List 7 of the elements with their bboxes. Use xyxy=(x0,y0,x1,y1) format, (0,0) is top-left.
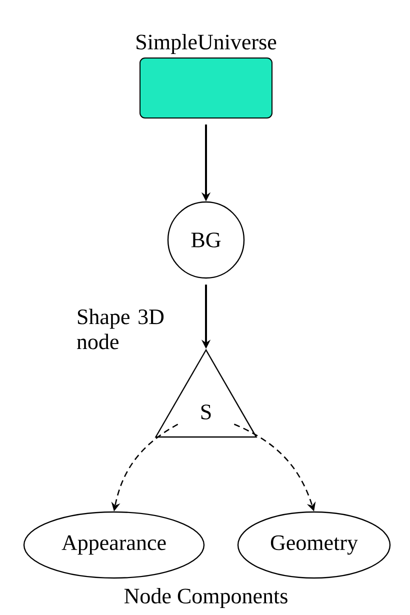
node-caption: Shape 3D node xyxy=(76,308,164,350)
node-label: Geometry xyxy=(270,535,358,555)
class-name: SimpleUniverse xyxy=(136,34,276,54)
caption: Node Components xyxy=(124,588,288,608)
node-label: Appearance xyxy=(62,535,166,555)
node-label: BG xyxy=(191,232,221,248)
node-label: S xyxy=(201,404,211,420)
